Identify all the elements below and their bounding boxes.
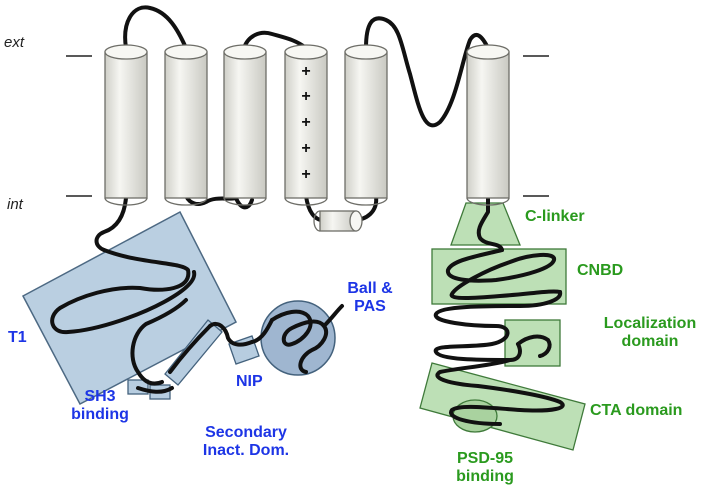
charge-plus: + [301, 63, 311, 80]
cnbd-label: CNBD [577, 262, 624, 279]
ball-label-line2: PAS [354, 298, 386, 315]
ball-label-line1: Ball & [347, 280, 393, 297]
helix-s6 [466, 44, 510, 206]
t1-label: T1 [8, 329, 27, 346]
sh3-binding-label: SH3 binding [60, 388, 140, 424]
cta-domain-label: CTA domain [590, 402, 683, 419]
localization-label-line2: domain [621, 333, 679, 350]
ext-label: ext [4, 34, 25, 51]
transmembrane-helices [104, 44, 510, 232]
helix-s2 [164, 44, 208, 206]
helix-s4-voltage-sensor [284, 44, 328, 206]
secondary-label-line2: Inact. Dom. [202, 442, 290, 459]
psd95-label-line2: binding [456, 468, 514, 485]
charge-plus: + [301, 140, 311, 157]
t1-domain [21, 210, 238, 406]
c-linker-label: C-linker [525, 208, 585, 225]
c-linker-domain [450, 202, 521, 246]
sh3-label-line2: binding [71, 406, 129, 423]
secondary-label-line1: Secondary [205, 424, 287, 441]
localization-label-line1: Localization [603, 315, 697, 332]
charge-plus: + [301, 88, 311, 105]
secondary-inactivation-domain [164, 319, 223, 386]
charge-plus: + [301, 114, 311, 131]
s4-s5-linker-helix [313, 210, 363, 232]
helix-s1 [104, 44, 148, 206]
helix-s5 [344, 44, 388, 206]
helix-s3 [223, 44, 267, 206]
psd95-binding-site [452, 399, 498, 433]
nip-label: NIP [236, 373, 263, 390]
charge-plus: + [301, 166, 311, 183]
ball-pas-label: Ball & PAS [340, 280, 400, 316]
membrane-markers [66, 55, 549, 197]
localization-domain-label: Localization domain [594, 315, 706, 351]
psd95-binding-label: PSD-95 binding [440, 450, 530, 486]
sh3-label-line1: SH3 [84, 388, 116, 405]
psd95-label-line1: PSD-95 [456, 450, 514, 467]
int-label: int [7, 196, 23, 213]
secondary-inact-label: Secondary Inact. Dom. [186, 424, 306, 460]
